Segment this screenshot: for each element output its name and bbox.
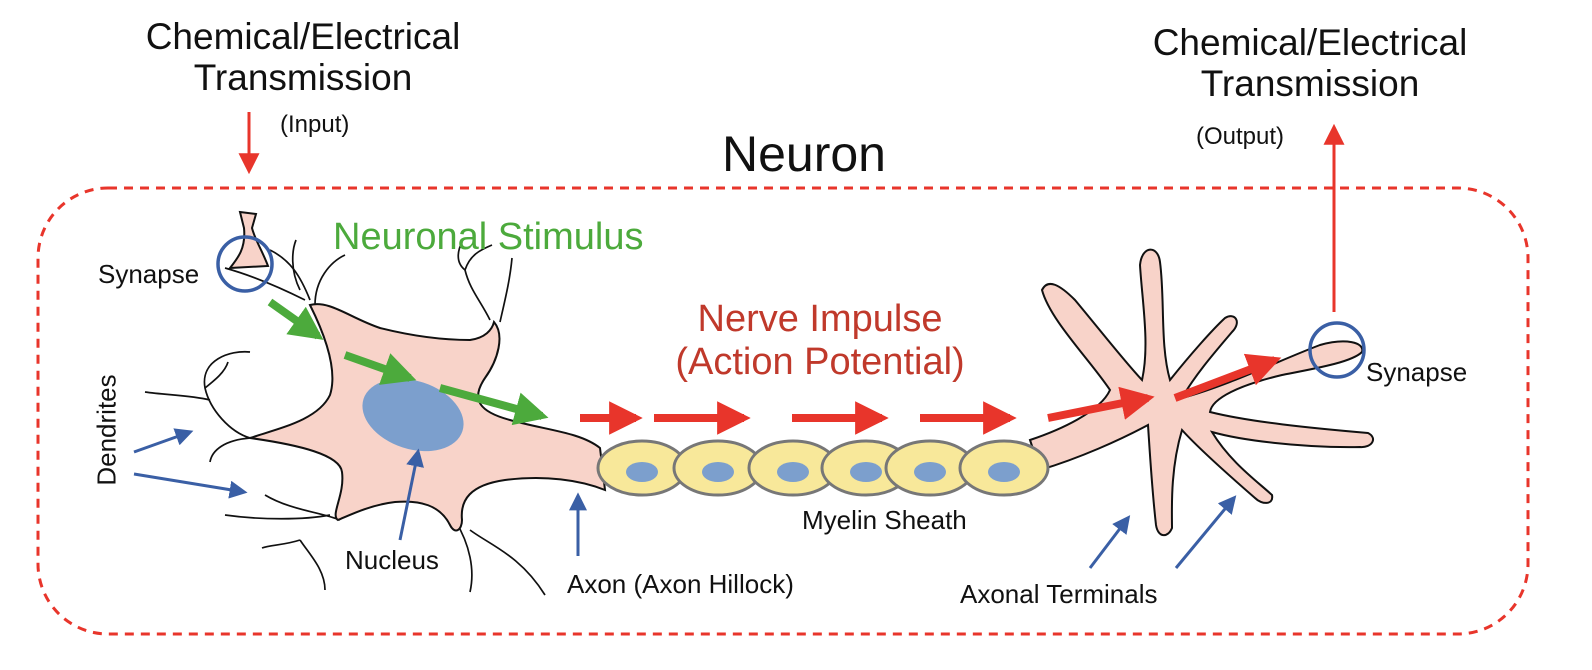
nucleus-shape (362, 378, 464, 452)
nucleus-label: Nucleus (345, 545, 439, 575)
axonal-terminals-label: Axonal Terminals (960, 579, 1158, 609)
impulse-arrows (580, 353, 1282, 435)
output-tag: (Output) (1196, 123, 1285, 150)
neuron-boundary (36, 186, 1530, 636)
dendrite-branches (144, 239, 546, 596)
stimulus-label: Neuronal Stimulus (333, 216, 644, 258)
axon-terminal-shape (1028, 248, 1375, 537)
page-title: Neuron (722, 126, 886, 182)
input-transmission-title: Chemical/Electrical Transmission (145, 16, 461, 99)
output-transmission-title: Chemical/Electrical Transmission (1152, 22, 1468, 105)
input-synapse-terminal (227, 210, 270, 270)
synapse-circle-left (216, 235, 274, 293)
dendrites-label: Dendrites (91, 374, 122, 486)
pointer-arrows (133, 428, 1237, 569)
impulse-label: Nerve Impulse (Action Potential) (675, 298, 965, 383)
synapse-label-right: Synapse (1366, 357, 1468, 387)
myelin-sheath-label: Myelin Sheath (802, 505, 967, 535)
stimulus-arrows (267, 298, 549, 426)
synapse-label-left: Synapse (98, 259, 200, 289)
input-tag: (Input) (280, 111, 350, 138)
myelin-sheath (596, 439, 1050, 497)
synapse-circle-right (1308, 321, 1366, 379)
axon-label: Axon (Axon Hillock) (567, 569, 794, 599)
